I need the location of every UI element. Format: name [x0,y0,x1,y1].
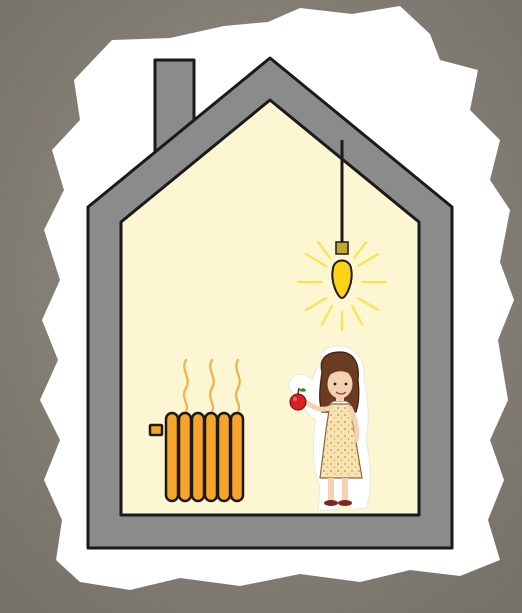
illustration-canvas [0,0,522,613]
illustration [0,0,522,613]
